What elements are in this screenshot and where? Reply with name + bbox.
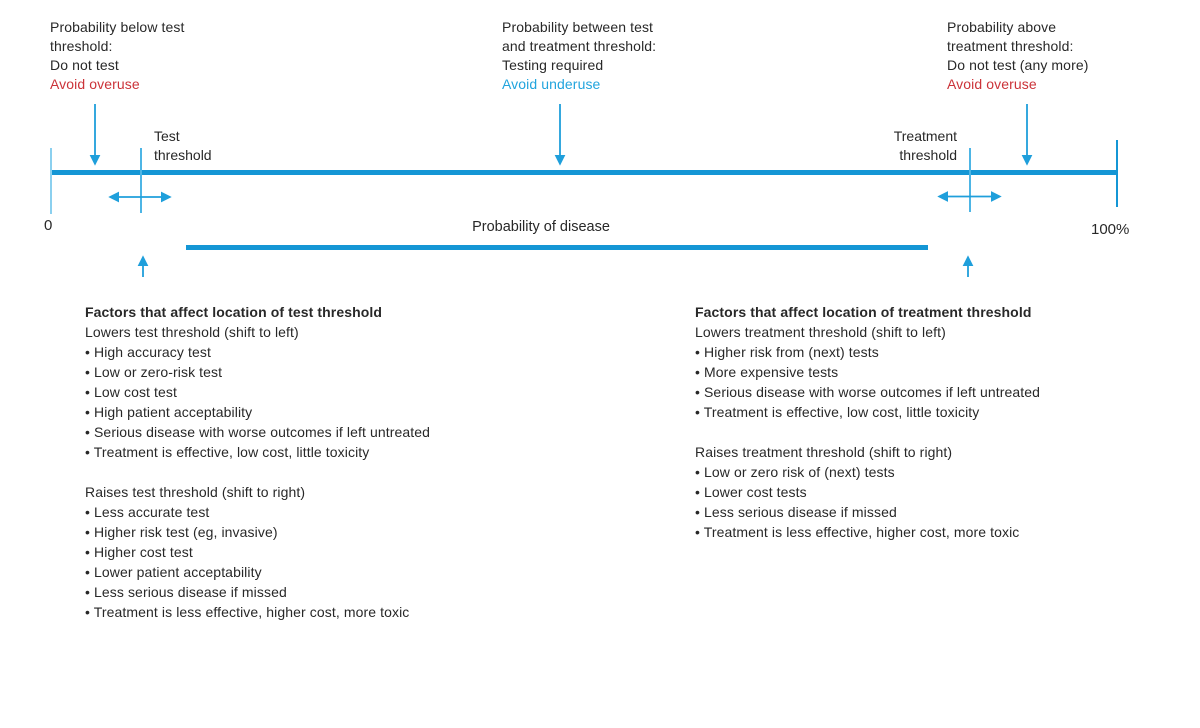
annotation-line: Probability above bbox=[947, 19, 1057, 35]
annotation-below-test-threshold: Probability below test threshold: Do not… bbox=[50, 18, 185, 94]
annotation-line: Do not test bbox=[50, 57, 119, 73]
list-subheading: Lowers test threshold (shift to left) bbox=[85, 324, 299, 340]
test-threshold-label-line: threshold bbox=[154, 147, 212, 163]
treatment-threshold-factors-list: Factors that affect location of treatmen… bbox=[695, 302, 1040, 542]
annotation-between-thresholds: Probability between test and treatment t… bbox=[502, 18, 656, 94]
list-item: • Serious disease with worse outcomes if… bbox=[85, 424, 431, 440]
list-title: Factors that affect location of test thr… bbox=[85, 304, 383, 320]
annotation-line: Do not test (any more) bbox=[947, 57, 1089, 73]
axis-title: Probability of disease bbox=[472, 219, 610, 235]
annotation-line: Testing required bbox=[502, 57, 604, 73]
avoid-underuse-label: Avoid underuse bbox=[502, 76, 601, 92]
axis-max-label: 100% bbox=[1091, 221, 1130, 238]
list-item: • Treatment is effective, low cost, litt… bbox=[695, 404, 980, 420]
list-subheading: Raises treatment threshold (shift to rig… bbox=[695, 444, 953, 460]
treatment-threshold-label: Treatment threshold bbox=[837, 127, 957, 165]
list-item: • More expensive tests bbox=[695, 364, 839, 380]
list-item: • Higher cost test bbox=[85, 544, 193, 560]
avoid-overuse-label: Avoid overuse bbox=[947, 76, 1037, 92]
test-threshold-label: Test threshold bbox=[154, 127, 212, 165]
axis-zero-label: 0 bbox=[44, 217, 53, 234]
test-threshold-factors-list: Factors that affect location of test thr… bbox=[85, 302, 430, 622]
list-subheading: Raises test threshold (shift to right) bbox=[85, 484, 306, 500]
annotation-line: threshold: bbox=[50, 38, 113, 54]
treatment-threshold-label-line: Treatment bbox=[893, 128, 957, 144]
list-item: • High accuracy test bbox=[85, 344, 211, 360]
avoid-overuse-label: Avoid overuse bbox=[50, 76, 140, 92]
list-item: • High patient acceptability bbox=[85, 404, 253, 420]
list-title: Factors that affect location of treatmen… bbox=[695, 304, 1032, 320]
list-gap bbox=[85, 462, 430, 482]
list-item: • Higher risk test (eg, invasive) bbox=[85, 524, 278, 540]
annotation-above-treatment-threshold: Probability above treatment threshold: D… bbox=[947, 18, 1088, 94]
list-item: • Less serious disease if missed bbox=[695, 504, 897, 520]
test-threshold-label-line: Test bbox=[154, 128, 180, 144]
list-item: • Lower patient acceptability bbox=[85, 564, 262, 580]
treatment-threshold-label-line: threshold bbox=[899, 147, 957, 163]
list-item: • Serious disease with worse outcomes if… bbox=[695, 384, 1041, 400]
list-item: • Less accurate test bbox=[85, 504, 210, 520]
annotation-line: treatment threshold: bbox=[947, 38, 1074, 54]
list-item: • Low or zero risk of (next) tests bbox=[695, 464, 895, 480]
list-item: • Low or zero-risk test bbox=[85, 364, 223, 380]
annotation-line: Probability between test bbox=[502, 19, 654, 35]
list-item: • Less serious disease if missed bbox=[85, 584, 287, 600]
annotation-line: and treatment threshold: bbox=[502, 38, 657, 54]
list-item: • Treatment is less effective, higher co… bbox=[85, 604, 410, 620]
list-item: • Higher risk from (next) tests bbox=[695, 344, 879, 360]
list-item: • Lower cost tests bbox=[695, 484, 807, 500]
list-subheading: Lowers treatment threshold (shift to lef… bbox=[695, 324, 946, 340]
annotation-line: Probability below test bbox=[50, 19, 185, 35]
list-item: • Treatment is less effective, higher co… bbox=[695, 524, 1020, 540]
list-item: • Low cost test bbox=[85, 384, 177, 400]
list-item: • Treatment is effective, low cost, litt… bbox=[85, 444, 370, 460]
list-gap bbox=[695, 422, 1040, 442]
